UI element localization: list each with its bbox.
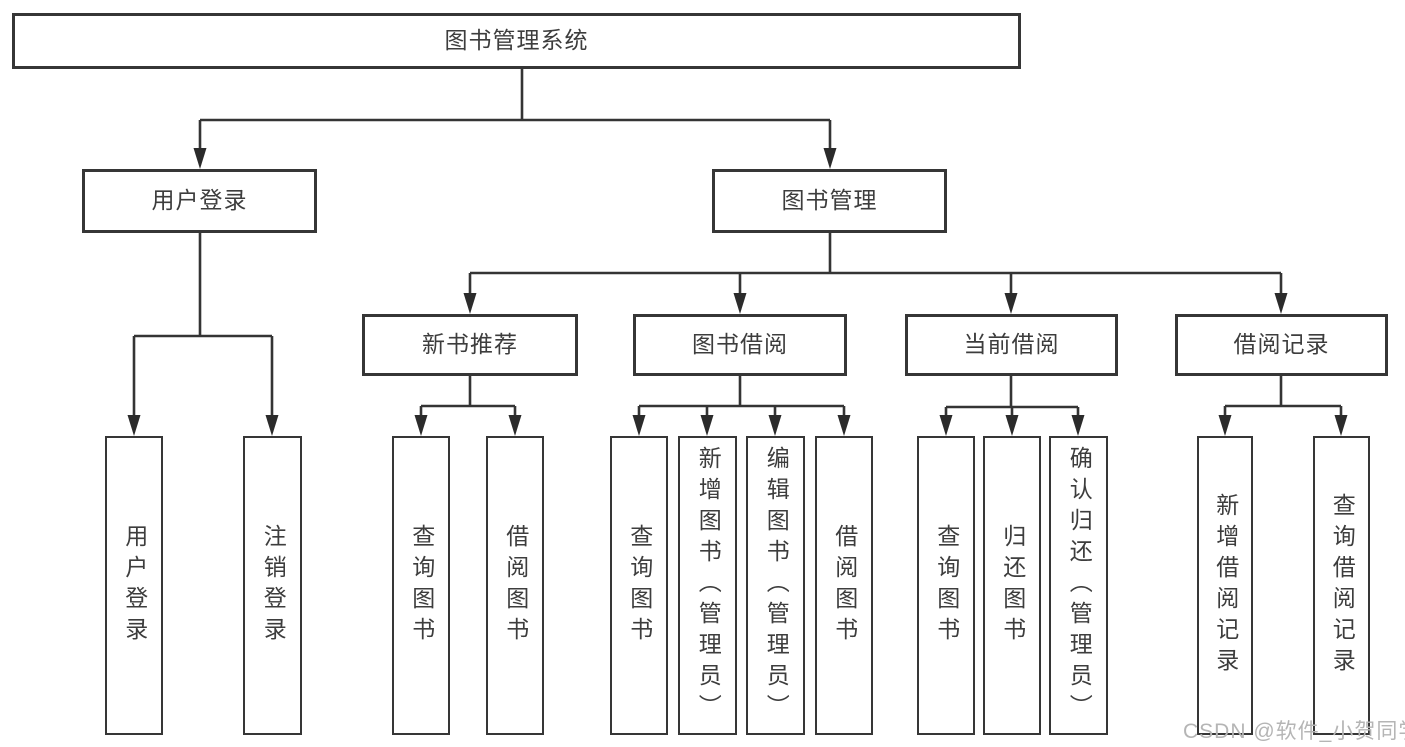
node-nb-borrow-books: 借阅图书 — [486, 436, 544, 735]
node-current-borrow-label: 当前借阅 — [963, 331, 1060, 358]
node-nb-query-books-label: 查询图书 — [408, 523, 435, 648]
node-book-mgmt: 图书管理 — [712, 169, 947, 233]
node-bb-edit-books-admin-label: 编辑图书（管理员） — [763, 446, 790, 725]
node-borrow-records: 借阅记录 — [1175, 314, 1388, 376]
node-user-login-label: 用户登录 — [151, 187, 248, 214]
connector-book-mgmt-to-level3 — [468, 232, 1283, 295]
node-borrow-records-label: 借阅记录 — [1233, 331, 1330, 358]
node-cb-confirm-return-admin-label: 确认归还（管理员） — [1066, 446, 1093, 725]
node-bb-borrow-books: 借阅图书 — [815, 436, 873, 735]
node-nb-query-books: 查询图书 — [392, 436, 450, 735]
node-nb-borrow-books-label: 借阅图书 — [502, 523, 529, 648]
node-bb-query-books-label: 查询图书 — [626, 523, 653, 648]
node-bb-add-books-admin: 新增图书（管理员） — [678, 436, 737, 735]
node-bb-add-books-admin-label: 新增图书（管理员） — [695, 446, 722, 725]
node-br-query-record: 查询借阅记录 — [1313, 436, 1370, 735]
node-bb-query-books: 查询图书 — [610, 436, 668, 735]
node-leaf-logout: 注销登录 — [243, 436, 302, 735]
node-cb-return-books: 归还图书 — [983, 436, 1041, 735]
node-new-books: 新书推荐 — [362, 314, 578, 376]
node-new-books-label: 新书推荐 — [422, 331, 518, 358]
node-current-borrow: 当前借阅 — [905, 314, 1118, 376]
connector-book-borrow-to-leaves — [637, 376, 846, 417]
node-leaf-user-login-label: 用户登录 — [121, 523, 148, 648]
node-root: 图书管理系统 — [12, 13, 1021, 69]
connector-user-login-to-leaves — [132, 233, 274, 417]
node-br-add-record: 新增借阅记录 — [1197, 436, 1253, 735]
node-bb-edit-books-admin: 编辑图书（管理员） — [746, 436, 805, 735]
node-book-borrow-label: 图书借阅 — [692, 331, 788, 358]
node-book-borrow: 图书借阅 — [633, 314, 847, 376]
node-cb-confirm-return-admin: 确认归还（管理员） — [1049, 436, 1108, 735]
connector-borrow-records-to-leaves — [1223, 376, 1343, 417]
node-br-query-record-label: 查询借阅记录 — [1329, 492, 1356, 679]
connector-new-books-to-leaves — [419, 376, 517, 417]
node-cb-query-books: 查询图书 — [917, 436, 975, 735]
csdn-watermark: CSDN @软件_小贺同学 — [1183, 720, 1405, 743]
node-user-login: 用户登录 — [82, 169, 317, 233]
node-leaf-logout-label: 注销登录 — [260, 523, 287, 648]
connector-current-borrow-to-leaves — [944, 376, 1080, 417]
node-root-label: 图书管理系统 — [444, 27, 589, 54]
node-bb-borrow-books-label: 借阅图书 — [831, 523, 858, 648]
node-book-mgmt-label: 图书管理 — [781, 187, 878, 214]
connector-root-to-level2 — [198, 69, 832, 150]
node-cb-query-books-label: 查询图书 — [933, 523, 960, 648]
node-br-add-record-label: 新增借阅记录 — [1212, 492, 1239, 679]
node-cb-return-books-label: 归还图书 — [999, 523, 1026, 648]
node-leaf-user-login: 用户登录 — [105, 436, 163, 735]
arrowheads — [127, 148, 1348, 436]
